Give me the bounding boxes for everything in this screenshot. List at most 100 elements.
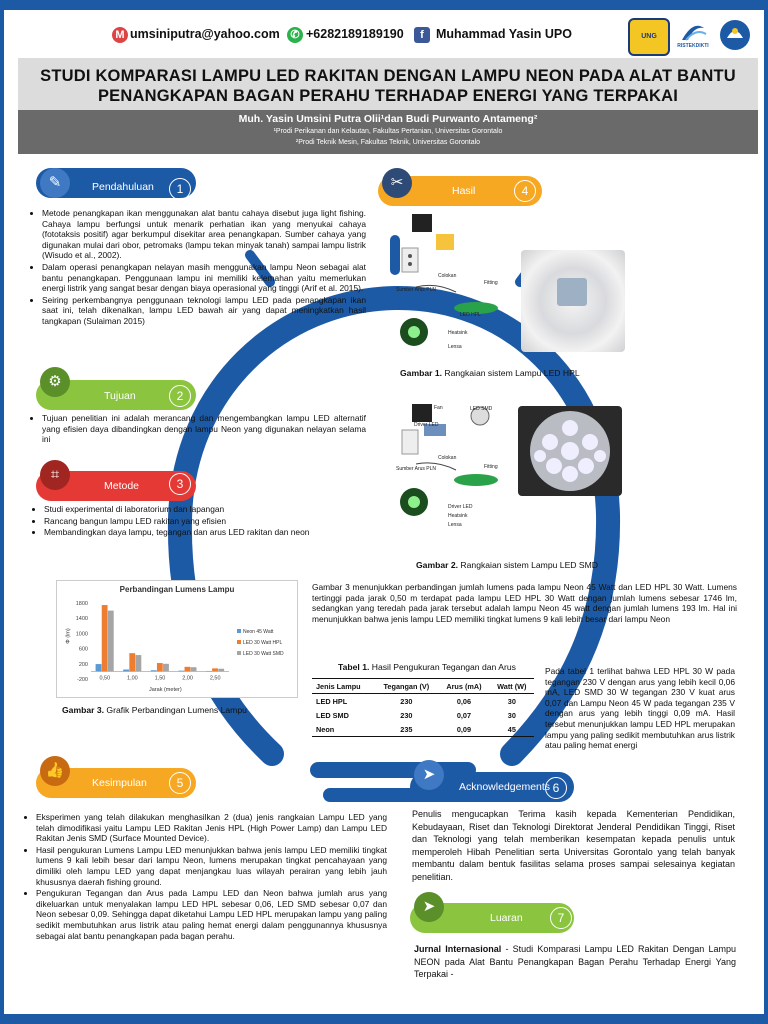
x-tick-label: 0,50 — [99, 675, 110, 681]
facebook-name: Muhammad Yasin UPO — [436, 27, 572, 41]
fig3-caption-text: Grafik Perbandingan Lumens Lampu — [104, 705, 247, 715]
table-cell: 45 — [489, 722, 534, 737]
kesimpulan-item: Hasil pengukuran Lumens Lampu LED menunj… — [36, 845, 387, 887]
legend-label: LED 30 Watt SMD — [243, 651, 284, 657]
y-tick-label: 1000 — [76, 631, 88, 637]
paper-plane-icon: ➤ — [414, 892, 444, 922]
table-cell: LED SMD — [316, 710, 349, 720]
chart-bar — [135, 655, 142, 672]
fig1-caption-bold: Gambar 1. — [400, 368, 443, 378]
kesimpulan-number: 5 — [169, 772, 191, 794]
whatsapp-icon: ✆ — [287, 27, 303, 43]
metode-number: 3 — [169, 473, 191, 495]
fig2-label: Colokan — [438, 455, 457, 461]
table-row: Neon 235 0,09 45 — [312, 722, 534, 737]
kesimpulan-body: Eksperimen yang telah dilakukan menghasi… — [22, 812, 387, 942]
smd-lens-array — [530, 411, 610, 491]
table-header-cell: Tegangan (V) — [374, 678, 439, 694]
fig2-caption-bold: Gambar 2. — [416, 560, 459, 570]
fig2-label: LED SMD — [470, 406, 493, 412]
acknowledgements-body: Penulis mengucapkan Terima kasih kepada … — [412, 809, 735, 882]
metode-item: Membandingkan daya lampu, tegangan dan a… — [44, 527, 366, 538]
fig1-label: Heatsink — [448, 330, 468, 336]
gear-icon: ⚙ — [40, 367, 70, 397]
authors: Muh. Yasin Umsini Putra Olii¹dan Budi Pu… — [238, 113, 538, 125]
chart-bar — [129, 653, 136, 672]
chart-title: Perbandingan Lumens Lampu — [119, 585, 235, 594]
kesimpulan-item: Eksperimen yang telah dilakukan menghasi… — [36, 812, 387, 844]
table-cell: 235 — [374, 722, 439, 737]
title-line-1: STUDI KOMPARASI LAMPU LED RAKITAN DENGAN… — [40, 67, 736, 85]
tujuan-label: Tujuan — [104, 390, 136, 402]
table-cell: LED HPL — [316, 696, 348, 706]
luaran-bold: Jurnal Internasional — [414, 944, 502, 954]
table-cell: 0,09 — [438, 722, 490, 737]
fig1-label: Fan — [421, 217, 430, 223]
megaphone-icon: ✎ — [40, 168, 70, 198]
led-smd-photo — [518, 406, 622, 496]
top-border — [0, 0, 768, 10]
thumbs-up-icon: 👍 — [40, 756, 70, 786]
table-cell: 230 — [400, 696, 413, 706]
chart-bar — [190, 667, 197, 672]
y-tick-label: 1800 — [76, 601, 88, 607]
chart-bar — [184, 666, 191, 672]
ristekdikti-emblem — [682, 25, 707, 41]
table-row: LED HPL 230 0,06 30 — [312, 694, 534, 709]
led-hpl-circuit — [400, 214, 498, 346]
table1-caption-bold: Tabel 1. — [338, 662, 370, 672]
pendahuluan-item: Seiring perkembangnya penggunaan teknolo… — [42, 295, 366, 327]
chart-bar — [123, 669, 130, 672]
legend-swatch — [237, 640, 241, 644]
legend-label: LED 30 Watt HPL — [243, 640, 282, 646]
legend-swatch — [237, 651, 241, 655]
tujuan-body: Tujuan penelitian ini adalah merancang d… — [28, 413, 366, 446]
affiliation-2: ²Prodi Teknik Mesin, Fakultas Teknik, Un… — [295, 139, 481, 146]
flowchart-icon: ⌗ — [40, 460, 70, 490]
pendahuluan-item: Metode penangkapan ikan menggunakan alat… — [42, 208, 366, 261]
tujuan-item: Tujuan penelitian ini adalah merancang d… — [42, 413, 366, 445]
facebook-icon: f — [414, 27, 430, 43]
fig1-label: Colokan — [438, 273, 457, 279]
authors-band — [18, 110, 758, 154]
table-header-cell: Watt (W) — [489, 678, 534, 694]
ristekdikti-logo — [674, 18, 712, 52]
y-tick-label: 600 — [79, 647, 88, 653]
led-smd-circuit — [400, 404, 498, 516]
fig2-label: Fitting — [484, 464, 498, 470]
fig2-label: Heatsink — [448, 513, 468, 519]
chart-bar — [212, 668, 218, 672]
chart-bar — [178, 670, 185, 672]
table-header-row: Jenis Lampu Tegangan (V) Arus (mA) Watt … — [312, 678, 534, 694]
title-line-2: PENANGKAPAN BAGAN PERAHU TERHADAP ENERGI… — [97, 87, 679, 105]
table1-caption-text: Hasil Pengukuran Tegangan dan Arus — [369, 662, 516, 672]
luaran-text: - Studi Komparasi Lampu LED Rakitan Deng… — [414, 944, 736, 979]
kesimpulan-label: Kesimpulan — [92, 777, 147, 789]
ray-1 — [245, 250, 275, 287]
y-tick-label: 1400 — [76, 616, 88, 622]
fig1-label: Fitting — [484, 280, 498, 286]
fig2-label: Fan — [434, 405, 443, 411]
y-tick-label: -200 — [77, 677, 88, 683]
email-address: umsiniputra@yahoo.com — [130, 27, 280, 41]
fig2-label: Lensa — [448, 522, 462, 528]
table-1-caption: Tabel 1. Hasil Pengukuran Tegangan dan A… — [338, 662, 516, 672]
metode-body: Studi experimental di laboratorium dan l… — [30, 504, 366, 539]
tujuan-number: 2 — [169, 385, 191, 407]
legend-swatch — [237, 629, 241, 633]
fig2-label: Driver LED — [448, 504, 473, 510]
fig1-caption-text: Rangkaian sistem Lampu LED HPL — [442, 368, 580, 378]
pendahuluan-item: Dalam operasi penangkapan nelayan masih … — [42, 262, 366, 294]
chart-bar — [163, 663, 169, 672]
tutwuri-emblem — [720, 20, 750, 50]
bottom-border — [0, 1014, 768, 1024]
chart-bar — [95, 664, 102, 672]
phone-number: +6282189189190 — [306, 27, 404, 41]
pendahuluan-body: Metode penangkapan ikan menggunakan alat… — [28, 208, 366, 328]
fig1-label: LED HPL — [460, 312, 481, 318]
tutwuri-logo — [716, 18, 754, 52]
chart-bar — [150, 670, 157, 672]
hasil-number: 4 — [514, 180, 536, 202]
led-hpl-photo — [521, 250, 625, 352]
table-cell: 0,07 — [456, 710, 472, 720]
